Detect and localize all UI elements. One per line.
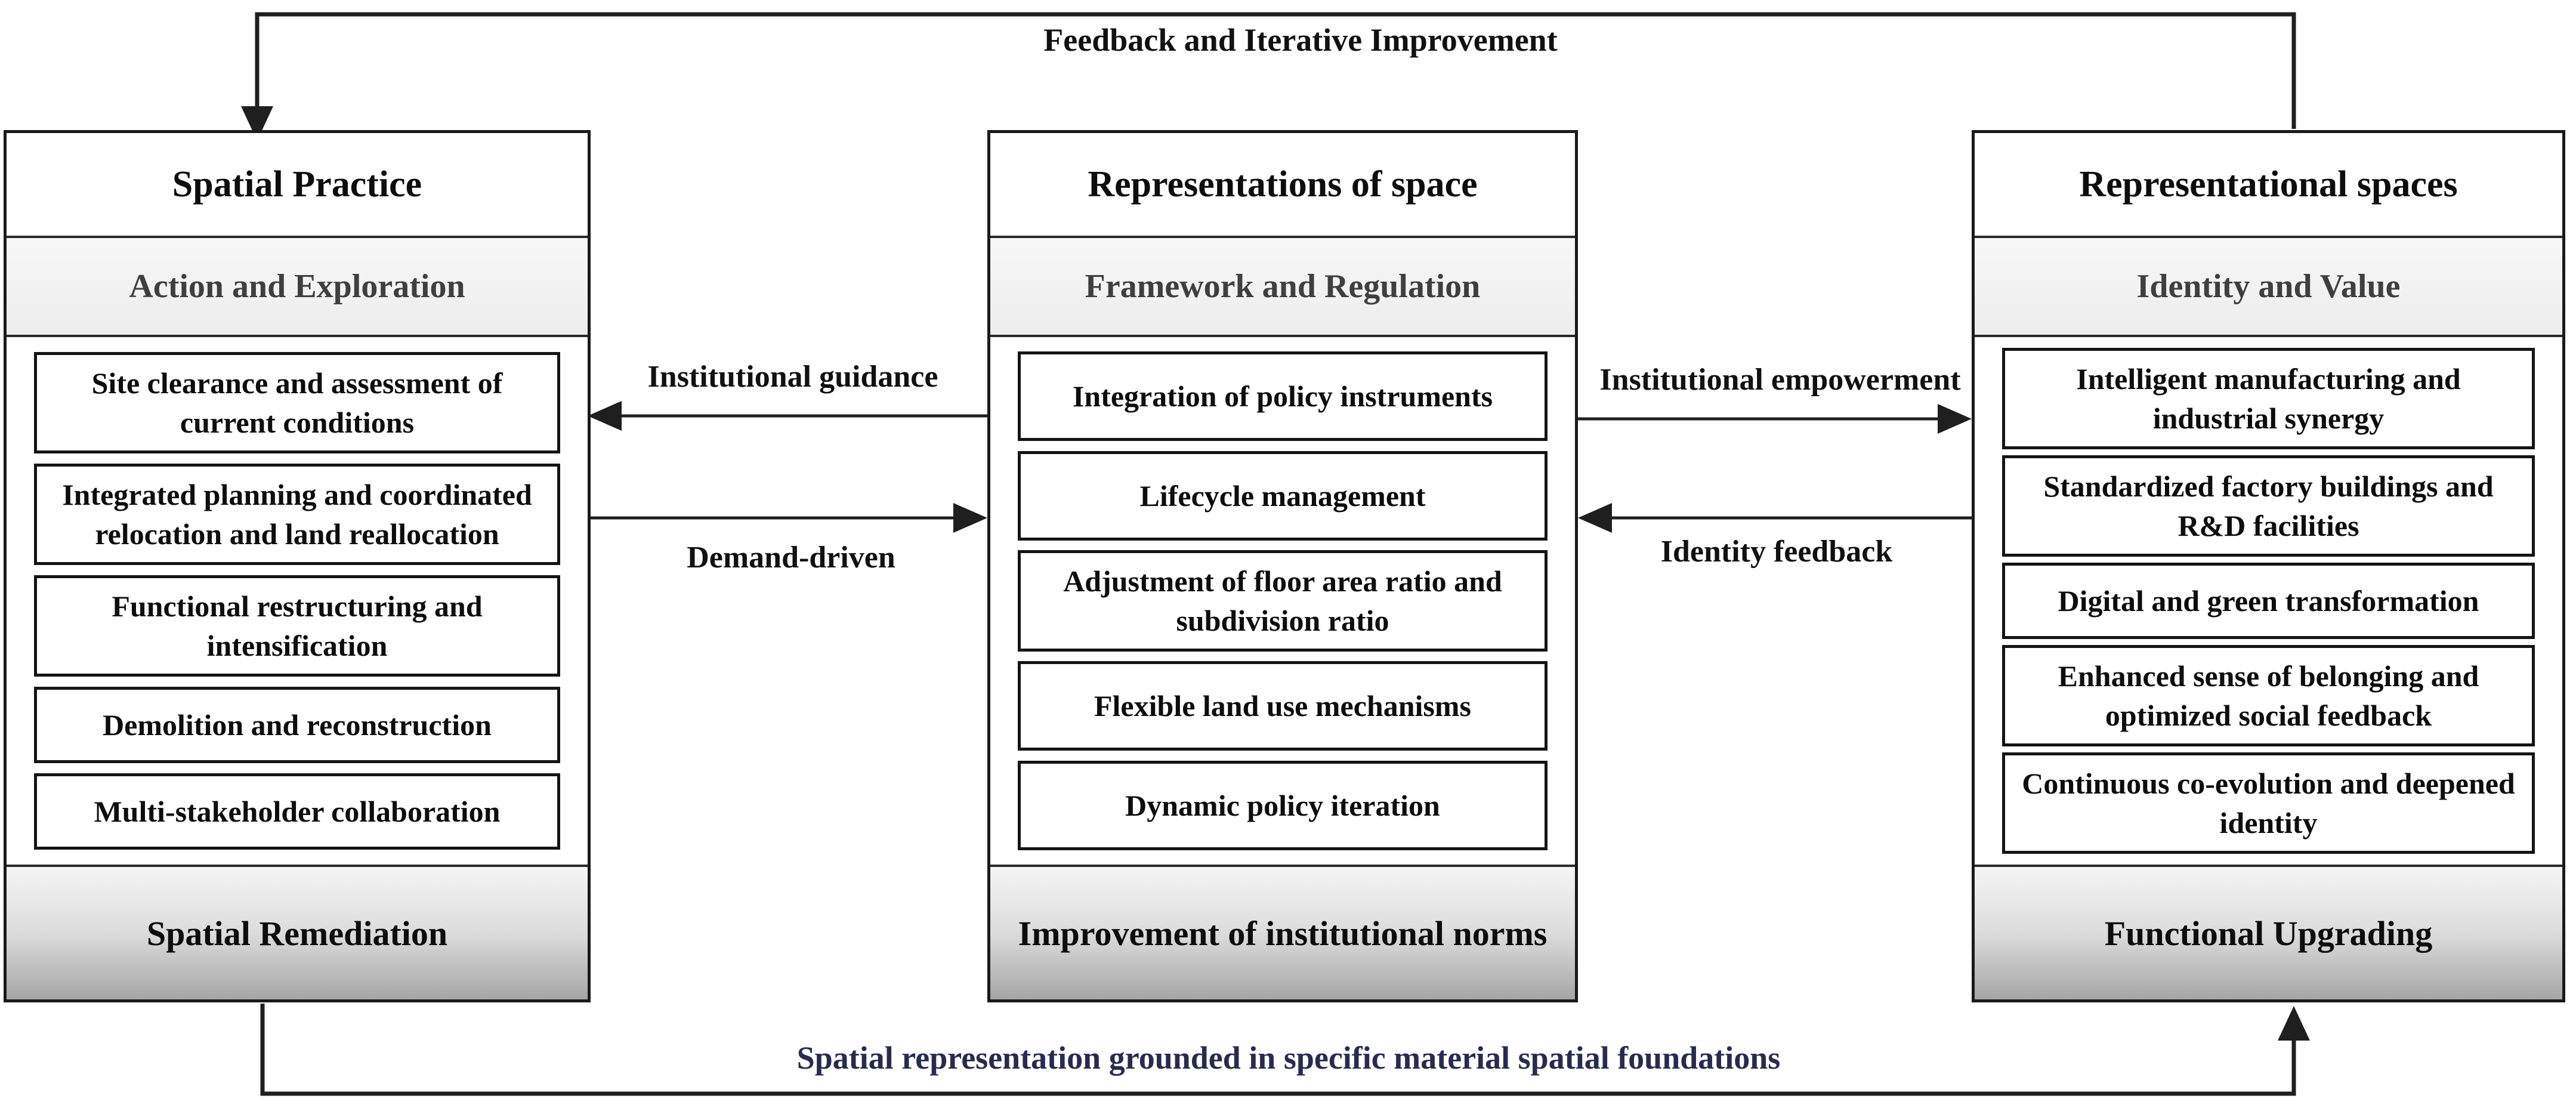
- column-subtitle: Identity and Value: [1975, 238, 2562, 337]
- item-box: Integration of policy instruments: [1018, 351, 1548, 442]
- bottom-loop-line: [260, 1004, 2296, 1096]
- demand-driven-arrowhead-right-icon: [953, 503, 987, 533]
- column-items: Intelligent manufacturing and industrial…: [1975, 337, 2562, 865]
- column-footer: Spatial Remediation: [7, 865, 588, 999]
- column-subtitle: Framework and Regulation: [990, 238, 1575, 337]
- item-box: Standardized factory buildings and R&D f…: [2002, 455, 2535, 557]
- column-title: Representational spaces: [1975, 133, 2562, 238]
- item-box: Demolition and reconstruction: [34, 687, 560, 763]
- identity-feedback-arrowhead-left-icon: [1578, 503, 1612, 533]
- column-title: Representations of space: [990, 133, 1575, 238]
- column-spatial-practice: Spatial Practice Action and Exploration …: [4, 130, 591, 1002]
- item-box: Multi-stakeholder collaboration: [34, 773, 560, 850]
- bottom-arrowhead-up-icon: [2278, 1006, 2310, 1041]
- feedback-loop-label: Feedback and Iterative Improvement: [1043, 22, 1558, 58]
- column-items: Site clearance and assessment of current…: [7, 337, 588, 865]
- identity-feedback-label: Identity feedback: [1660, 535, 1893, 569]
- column-items: Integration of policy instruments Lifecy…: [990, 337, 1575, 865]
- institutional-guidance-label: Institutional guidance: [647, 360, 938, 394]
- item-box: Integrated planning and coordinated relo…: [34, 464, 560, 565]
- item-box: Intelligent manufacturing and industrial…: [2002, 348, 2535, 449]
- item-box: Adjustment of floor area ratio and subdi…: [1018, 550, 1548, 652]
- institutional-guidance-arrowhead-left-icon: [588, 401, 622, 431]
- institutional-empowerment-label: Institutional empowerment: [1599, 363, 1961, 397]
- item-box: Continuous co-evolution and deepened ide…: [2002, 752, 2535, 854]
- item-box: Functional restructuring and intensifica…: [34, 575, 560, 677]
- column-subtitle: Action and Exploration: [7, 238, 588, 337]
- column-representations-of-space: Representations of space Framework and R…: [987, 130, 1578, 1002]
- item-box: Site clearance and assessment of current…: [34, 352, 560, 453]
- item-box: Enhanced sense of belonging and optimize…: [2002, 645, 2535, 746]
- demand-driven-label: Demand-driven: [687, 541, 895, 575]
- column-footer: Functional Upgrading: [1975, 865, 2562, 999]
- item-box: Dynamic policy iteration: [1018, 760, 1548, 850]
- feedback-loop-line: [255, 12, 2296, 129]
- institutional-empowerment-arrowhead-right-icon: [1938, 404, 1972, 434]
- feedback-arrowhead-down-icon: [241, 106, 273, 141]
- item-box: Lifecycle management: [1018, 450, 1548, 541]
- item-box: Flexible land use mechanisms: [1018, 661, 1548, 751]
- column-footer: Improvement of institutional norms: [990, 865, 1575, 999]
- column-representational-spaces: Representational spaces Identity and Val…: [1972, 130, 2565, 1002]
- column-title: Spatial Practice: [7, 133, 588, 238]
- item-box: Digital and green transformation: [2002, 563, 2535, 639]
- bottom-loop-label: Spatial representation grounded in speci…: [796, 1040, 1781, 1076]
